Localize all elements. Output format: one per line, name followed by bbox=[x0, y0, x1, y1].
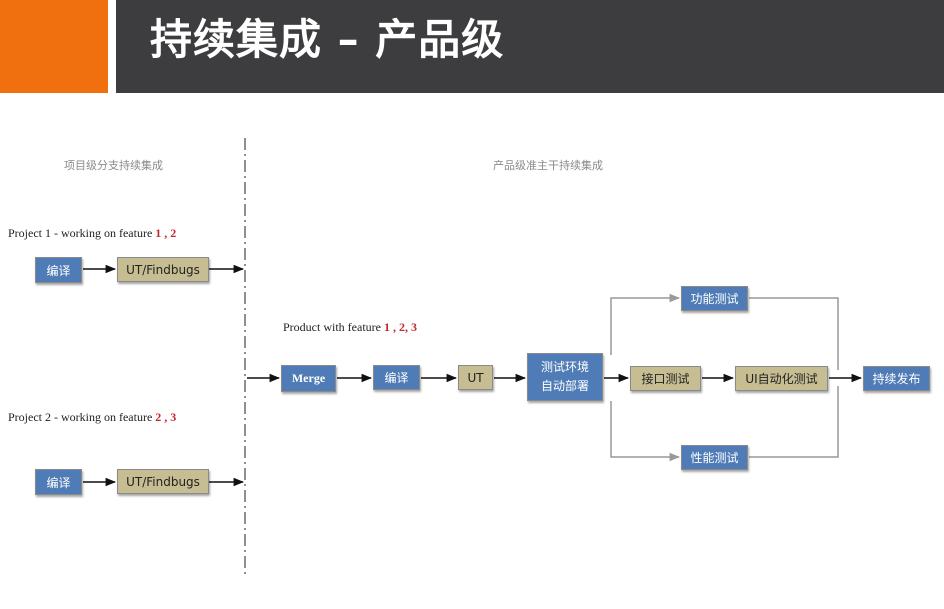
merge-box: Merge bbox=[281, 365, 336, 392]
page-title: 持续集成 – 产品级 bbox=[150, 15, 505, 64]
branch-to-functional bbox=[610, 293, 681, 355]
project1-label-text: Project 1 - working on feature bbox=[8, 226, 153, 240]
title-bar: 持续集成 – 产品级 bbox=[116, 0, 944, 93]
release-box: 持续发布 bbox=[863, 366, 930, 391]
project1-features: 1 , 2 bbox=[155, 226, 177, 240]
product-label: Product with feature 1 , 2, 3 bbox=[283, 320, 417, 335]
interface-test-box: 接口测试 bbox=[630, 366, 701, 391]
product-compile-box: 编译 bbox=[373, 365, 420, 390]
project2-ut-box: UT/Findbugs bbox=[117, 469, 209, 494]
ui-test-box: UI自动化测试 bbox=[735, 366, 828, 391]
project1-compile-box: 编译 bbox=[35, 257, 82, 283]
project2-features: 2 , 3 bbox=[155, 410, 177, 424]
section-label-project: 项目级分支持续集成 bbox=[64, 159, 163, 172]
functional-to-merge bbox=[749, 297, 839, 370]
project1-label: Project 1 - working on feature 1 , 2 bbox=[8, 226, 176, 241]
project2-label-text: Project 2 - working on feature bbox=[8, 410, 153, 424]
functional-test-box: 功能测试 bbox=[681, 286, 748, 311]
product-features: 1 , 2, 3 bbox=[383, 320, 417, 334]
project2-label: Project 2 - working on feature 2 , 3 bbox=[8, 410, 176, 425]
branch-to-performance bbox=[610, 401, 681, 462]
product-ut-box: UT bbox=[458, 365, 493, 390]
deploy-box: 测试环境 自动部署 bbox=[527, 353, 603, 401]
product-label-text: Product with feature bbox=[283, 320, 381, 334]
deploy-line-2: 自动部署 bbox=[540, 379, 589, 393]
performance-test-box: 性能测试 bbox=[681, 445, 748, 470]
section-label-product: 产品级准主干持续集成 bbox=[493, 159, 603, 172]
performance-to-merge bbox=[749, 386, 839, 458]
project2-compile-box: 编译 bbox=[35, 469, 82, 495]
deploy-line-1: 测试环境 bbox=[540, 360, 589, 374]
accent-block bbox=[0, 0, 108, 93]
project1-ut-box: UT/Findbugs bbox=[117, 257, 209, 282]
